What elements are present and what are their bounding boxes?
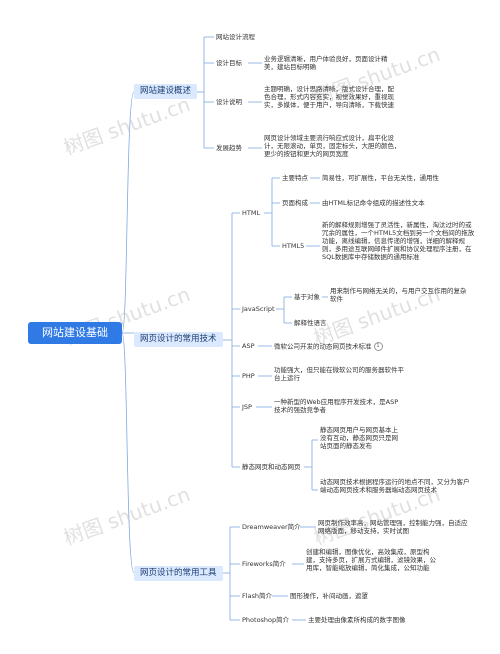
- node-html5[interactable]: HTML5: [282, 242, 305, 250]
- desc-asp-text: 微软公司开发的动态网页技术标准: [274, 342, 372, 351]
- section-tools[interactable]: 网页设计的常用工具: [134, 566, 223, 581]
- node-jsp[interactable]: JSP: [242, 403, 252, 411]
- desc-trend: 网页设计领域主要流行响应式设计，扁平化设计，无限滚动，单页，固定标头，大胆的颜色…: [264, 134, 401, 158]
- node-flash[interactable]: Flash简介: [242, 592, 273, 600]
- desc-static: 静态网页用户与网页基本上没有互动，静态网页只是网站页面的静态发布: [320, 426, 398, 450]
- desc-design-notes: 主题明确，设计思路清晰，版式设计合理，配色合理，形式内容充实，视觉效果好，重视现…: [264, 85, 394, 109]
- node-interpreted[interactable]: 解释性语言: [294, 319, 327, 327]
- node-php[interactable]: PHP: [242, 372, 255, 380]
- node-asp[interactable]: ASP: [242, 342, 255, 350]
- desc-design-goal: 业务逻辑清晰，用户体验良好，页面设计精美，建站目标明确: [264, 55, 388, 71]
- desc-object-based: 用来制作与网络无关的，与用户交互作用的复杂软件: [330, 287, 467, 303]
- node-javascript[interactable]: JavaScript: [242, 305, 275, 313]
- desc-html-features: 简易性，可扩展性，平台无关性，通用性: [322, 174, 439, 182]
- node-html[interactable]: HTML: [242, 209, 261, 217]
- desc-html-structure: 由HTML标记命令组成的描述性文本: [322, 199, 425, 207]
- section-overview[interactable]: 网站建设概述: [134, 84, 198, 99]
- desc-html5: 新的解释规则增强了灵活性，新属性，淘汰过时的或冗余的属性，一个HTML5文档到另…: [322, 221, 475, 261]
- node-trend[interactable]: 发展趋势: [216, 144, 242, 152]
- node-html-features[interactable]: 主要特点: [282, 174, 308, 182]
- node-fireworks[interactable]: Fireworks简介: [242, 560, 286, 568]
- node-html-structure[interactable]: 页面构成: [282, 199, 308, 207]
- desc-dynamic: 动态网页技术根据程序运行的地点不同，又分为客户端动态网页技术和服务器端动态网页技…: [320, 478, 470, 494]
- desc-photoshop: 主要处理由像素所构成的数字图像: [308, 616, 406, 624]
- desc-php: 功能强大，但只能在微软公司的服务器软件平台上运行: [274, 366, 404, 382]
- desc-jsp: 一种新型的Web应用程序开发技术，是ASP技术的强劲竞争者: [274, 398, 399, 414]
- node-design-process[interactable]: 网站设计流程: [216, 33, 255, 41]
- node-design-notes[interactable]: 设计说明: [216, 98, 242, 106]
- node-design-goal[interactable]: 设计目标: [216, 59, 242, 67]
- note-badge-icon[interactable]: 1: [373, 342, 383, 351]
- node-object-based[interactable]: 基于对象: [294, 293, 320, 301]
- node-dreamweaver[interactable]: Dreamweaver简介: [242, 523, 301, 531]
- desc-fireworks: 创建和编辑，图像优化，高效集成，原型构建，支持多页，扩展方式编辑，滤镜效果，公用…: [306, 548, 436, 572]
- root-node[interactable]: 网站建设基础: [28, 322, 122, 344]
- desc-flash: 图形操作，补间动画，遮罩: [290, 592, 368, 600]
- section-tech[interactable]: 网页设计的常用技术: [134, 332, 223, 347]
- node-static-dynamic[interactable]: 静态网页和动态网页: [242, 463, 301, 471]
- desc-dreamweaver: 网页制作效率高，网站管理强，控制能力强，自适应网络版面，移动支持，实时试图: [318, 519, 468, 535]
- node-photoshop[interactable]: Photoshop简介: [242, 616, 290, 624]
